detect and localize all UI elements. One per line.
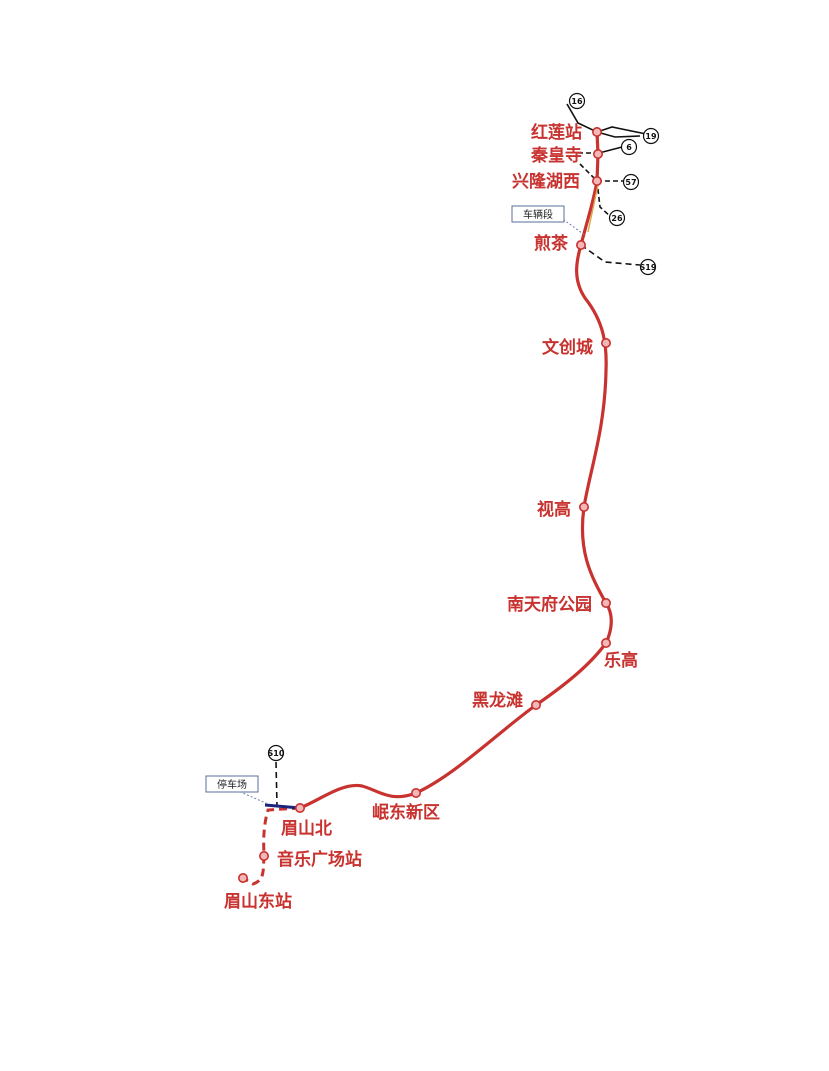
station-dot-yinleguangchang[interactable] — [258, 850, 269, 861]
station-label-mindongxinqu[interactable]: 岷东新区 — [372, 802, 440, 823]
svg-text:57: 57 — [625, 178, 636, 187]
station-dot-wenchuangcheng[interactable] — [600, 337, 611, 348]
connector-16 — [566, 103, 598, 133]
station-label-xinglonghuxi[interactable]: 兴隆湖西 — [512, 171, 580, 192]
station-label-legao[interactable]: 乐高 — [604, 650, 638, 671]
station-dot-qinhuangsi[interactable] — [592, 149, 603, 160]
station-dot-honglian[interactable] — [591, 127, 602, 138]
svg-text:6: 6 — [626, 143, 632, 152]
interchange-19-icon: 19 — [642, 127, 660, 145]
station-label-wenchuangcheng[interactable]: 文创城 — [542, 337, 593, 358]
svg-text:S10: S10 — [268, 749, 285, 758]
station-label-heilongtan[interactable]: 黑龙滩 — [472, 690, 523, 711]
svg-text:26: 26 — [611, 214, 623, 223]
station-label-jiancha[interactable]: 煎茶 — [534, 233, 569, 254]
station-dot-legao[interactable] — [600, 637, 611, 648]
station-labels: 红莲站 秦皇寺 兴隆湖西 煎茶 文创城 视高 南天府公园 乐高 黑龙滩 岷东新区… — [224, 122, 638, 912]
station-dot-xinglonghuxi[interactable] — [591, 176, 602, 187]
svg-text:车辆段: 车辆段 — [523, 208, 553, 221]
station-label-meishandong[interactable]: 眉山东站 — [224, 891, 292, 912]
interchange-s19-icon: S19 — [640, 258, 657, 276]
station-label-qinhuangsi[interactable]: 秦皇寺 — [531, 145, 582, 166]
connector-26 — [596, 180, 612, 218]
interchange-6-icon: 6 — [620, 138, 638, 156]
connector-19b — [596, 131, 641, 138]
connector-57-left — [579, 163, 597, 181]
interchange-16-icon: 16 — [568, 92, 586, 110]
connector-19 — [596, 126, 647, 135]
depot-spur-north — [587, 184, 599, 233]
interchange-s10-icon: S10 — [268, 744, 285, 762]
station-dot-shigao[interactable] — [578, 501, 589, 512]
station-dots — [238, 127, 611, 883]
station-label-shigao[interactable]: 视高 — [537, 499, 571, 520]
depot-north-label: 车辆段 — [511, 205, 565, 223]
station-dot-meishanbei[interactable] — [294, 802, 305, 813]
svg-text:S19: S19 — [640, 263, 657, 272]
interchange-26-icon: 26 — [608, 209, 626, 227]
connector-s10 — [275, 761, 278, 806]
svg-text:19: 19 — [645, 132, 657, 141]
station-dot-heilongtan[interactable] — [530, 699, 541, 710]
station-label-yinleguangchang[interactable]: 音乐广场站 — [277, 849, 362, 870]
station-label-meishanbei[interactable]: 眉山北 — [281, 819, 332, 839]
interchange-markers: 16 19 6 57 26 S19 S10 — [268, 92, 660, 762]
station-dot-meishandong[interactable] — [238, 872, 249, 883]
station-dot-mindongxinqu[interactable] — [410, 787, 421, 798]
station-dot-nantianfu[interactable] — [600, 597, 611, 608]
station-label-honglian[interactable]: 红莲站 — [531, 122, 582, 143]
connector-s19 — [580, 244, 641, 266]
depot-south-label: 停车场 — [205, 775, 259, 793]
depot-spur-south — [264, 803, 301, 810]
station-label-nantianfu[interactable]: 南天府公园 — [507, 594, 592, 615]
svg-text:16: 16 — [571, 97, 583, 106]
svg-text:停车场: 停车场 — [217, 778, 247, 791]
interchange-57-icon: 57 — [622, 173, 640, 191]
station-dot-jiancha[interactable] — [575, 240, 586, 251]
connector-6 — [598, 146, 623, 154]
